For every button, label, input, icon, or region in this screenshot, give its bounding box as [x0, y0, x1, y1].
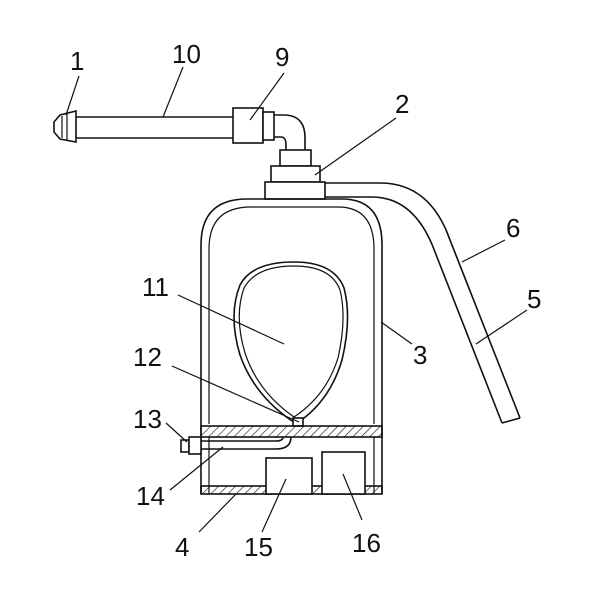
label-1: 1: [70, 46, 84, 76]
coupling: [232, 107, 275, 144]
component-16: [321, 451, 366, 495]
label-3: 3: [413, 340, 427, 370]
label-5: 5: [527, 284, 541, 314]
elbow-pipe: [274, 114, 312, 167]
number-labels: 1 10 9 2 6 5 3 11 12 13 14 4 15 16: [70, 39, 541, 562]
component-15: [265, 457, 313, 495]
label-12: 12: [133, 342, 162, 372]
label-6: 6: [506, 213, 520, 243]
label-14: 14: [136, 481, 165, 511]
label-13: 13: [133, 404, 162, 434]
label-9: 9: [275, 42, 289, 72]
valve-head: [264, 165, 326, 200]
horizontal-pipe: [76, 116, 233, 139]
nozzle: [53, 109, 77, 143]
label-10: 10: [172, 39, 201, 69]
internal-tube: [201, 436, 292, 450]
leader-lines: [65, 66, 528, 533]
label-4: 4: [175, 532, 189, 562]
label-11: 11: [142, 272, 169, 302]
hose: [325, 182, 521, 424]
label-15: 15: [244, 532, 273, 562]
label-2: 2: [395, 89, 409, 119]
bladder: [233, 261, 349, 422]
label-16: 16: [352, 528, 381, 558]
partition-plate: [200, 425, 383, 438]
